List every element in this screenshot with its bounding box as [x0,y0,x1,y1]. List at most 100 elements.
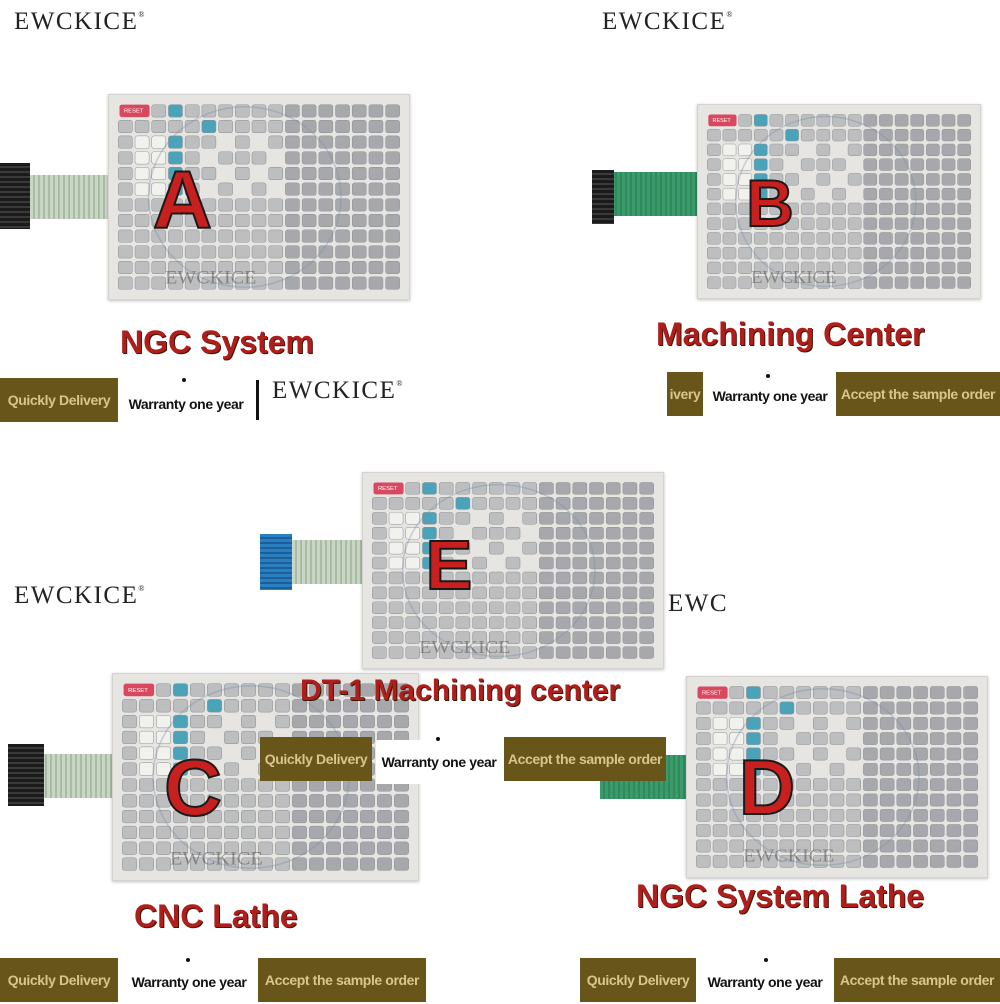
membrane-key [796,793,811,807]
sample-order-tag: Accept the sample order [258,958,426,1002]
membrane-key [879,716,895,730]
membrane-key [377,794,392,808]
membrane-key [385,135,400,149]
membrane-key [241,794,256,808]
membrane-key [963,839,978,853]
membrane-key [622,571,638,585]
membrane-key [829,762,845,776]
membrane-key [326,857,341,871]
membrane-key [505,631,521,644]
membrane-key [796,808,811,822]
membrane-key [472,586,487,600]
membrane-key [746,824,761,838]
membrane-key [589,616,604,629]
membrane-key [605,556,621,570]
quick-delivery-tag: Quickly Delivery [0,378,118,422]
reset-key-label: RESET [128,688,148,694]
membrane-key [863,188,878,201]
membrane-key [941,247,956,260]
brand-logo-partial: EWCKICE [668,590,728,618]
membrane-key [343,715,358,729]
membrane-key [639,586,654,600]
membrane-key [285,260,300,275]
membrane-key [707,261,721,274]
membrane-key [910,247,925,260]
membrane-key [832,202,846,215]
membrane-key [879,202,893,215]
membrane-key [746,701,761,715]
membrane-key [863,173,878,186]
membrane-key [913,686,928,700]
membrane-key [846,686,861,700]
membrane-key [235,135,250,149]
membrane-key [785,276,799,289]
warranty-tag: Warranty one year [122,960,256,1004]
membrane-key [913,716,928,730]
membrane-key [863,158,878,171]
membrane-key [896,808,912,822]
membrane-key [539,571,554,585]
membrane-key [134,213,150,228]
membrane-key [722,232,737,245]
membrane-key [351,213,367,228]
membrane-key [372,616,387,629]
membrane-key [173,715,188,729]
membrane-key [394,810,409,824]
membrane-key [846,824,861,838]
membrane-key [639,571,654,585]
membrane-key [173,857,188,871]
membrane-key [241,683,256,697]
membrane-key [796,778,811,792]
reset-key-label: RESET [378,486,398,492]
membrane-key [385,166,400,181]
warranty-tag: Warranty one year [376,740,502,784]
membrane-key [151,182,167,196]
membrane-key [268,260,283,275]
membrane-key [816,143,831,156]
membrane-key [134,198,150,212]
membrane-key [832,129,846,142]
membrane-key [472,482,487,495]
membrane-key [863,261,878,274]
membrane-key [729,824,745,838]
membrane-key [605,497,621,510]
membrane-key [555,512,571,525]
membrane-key [729,808,745,822]
membrane-key [351,276,367,290]
membrane-key [894,217,909,230]
membrane-key [926,276,940,289]
membrane-key [351,104,367,118]
brand-text: EWCKICE [668,590,728,617]
membrane-key [190,778,205,792]
membrane-key [385,151,400,165]
panel-title: DT-1 Machining center [300,674,621,707]
membrane-key [913,839,928,853]
membrane-key [785,247,799,260]
membrane-key [368,198,384,212]
membrane-key [372,556,387,570]
membrane-key [800,202,815,215]
membrane-key [829,793,845,807]
membrane-key [957,217,971,230]
membrane-key [863,217,878,230]
membrane-key [913,824,928,838]
membrane-key [405,571,421,585]
membrane-key [555,571,571,585]
membrane-key [301,198,317,212]
membrane-key [522,646,537,659]
membrane-key [707,143,721,156]
membrane-key [207,841,222,855]
membrane-key [292,841,307,855]
membrane-key [896,839,912,853]
membrane-key [800,261,815,274]
membrane-key [910,217,925,230]
registered-mark: ® [726,10,734,19]
membrane-key [738,217,752,230]
membrane-key [201,135,217,149]
membrane-key [941,217,956,230]
membrane-key [139,810,154,824]
membrane-key [151,135,167,149]
reset-key [373,482,404,495]
